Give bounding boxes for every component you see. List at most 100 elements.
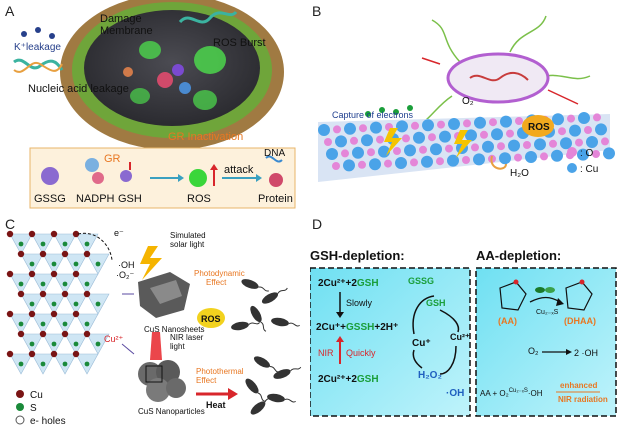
bacterium-body bbox=[250, 401, 266, 415]
o-atom bbox=[384, 159, 392, 168]
attack-label: attack bbox=[224, 164, 254, 176]
cu-atom bbox=[595, 123, 607, 136]
bacterium-flagellum bbox=[257, 392, 266, 402]
gsh-mid-equation: 2Cu⁺+GSSH+2H⁺ bbox=[316, 322, 398, 333]
s-atom bbox=[73, 301, 79, 307]
bacterium-icon bbox=[273, 366, 302, 379]
cu-atom bbox=[396, 120, 408, 133]
bacterium-icon bbox=[250, 305, 267, 332]
o-atom bbox=[463, 119, 471, 128]
photothermal-line-1: Photothermal bbox=[196, 367, 244, 376]
bacterium-icon bbox=[241, 279, 269, 292]
bacterium-body bbox=[271, 317, 289, 327]
panel-a-label: A bbox=[5, 3, 15, 19]
cu-atom bbox=[28, 270, 36, 278]
o-atom bbox=[419, 145, 427, 154]
o-atom bbox=[393, 147, 401, 155]
gsh-molecule-icon bbox=[120, 170, 132, 182]
nucleic-acid-helix-icon bbox=[13, 58, 64, 71]
bacterium-flagellum bbox=[284, 398, 296, 403]
bacterium-icon bbox=[250, 394, 274, 415]
cus-nanosheets-shape bbox=[150, 280, 182, 304]
cu-atom bbox=[39, 330, 47, 338]
o-atom bbox=[575, 138, 583, 147]
solar-light-line-1: Simulated bbox=[170, 231, 206, 240]
aa-o2-label: O₂ bbox=[528, 346, 539, 356]
cu-atom bbox=[50, 270, 58, 278]
cu-atom bbox=[473, 153, 485, 166]
bacterium-icon bbox=[245, 378, 266, 402]
flagellum bbox=[509, 15, 547, 53]
attack-arrow-head bbox=[256, 174, 262, 182]
cu-atom bbox=[72, 350, 80, 358]
lattice-atoms bbox=[318, 112, 615, 172]
gsh-label: GSH bbox=[426, 298, 446, 308]
o-atom bbox=[332, 162, 340, 170]
cu-atom bbox=[421, 155, 433, 168]
aa-depletion-title: AA-depletion: bbox=[476, 248, 561, 263]
bacterium-flagellum bbox=[288, 322, 300, 327]
nanoparticle-zoom-box bbox=[145, 365, 163, 383]
photodynamic-line-2: Effect bbox=[206, 278, 227, 287]
bacterium-dna bbox=[469, 72, 529, 82]
cu-atom bbox=[72, 310, 80, 318]
bacteria-group-top bbox=[231, 279, 300, 332]
protein-blob bbox=[172, 64, 184, 76]
bottom-eq-left: 2Cu²⁺+2 bbox=[318, 374, 357, 385]
s-atom bbox=[40, 361, 46, 367]
o-atom bbox=[480, 130, 488, 139]
ros-label: ROS bbox=[528, 122, 550, 133]
bacteria-group-bottom bbox=[245, 356, 302, 415]
cu2-plus-label: Cu²⁺ bbox=[104, 334, 124, 344]
panel-a-svg: Damage Membrane ROS Burst K⁺leakage Nucl… bbox=[13, 0, 296, 209]
cu-atom bbox=[50, 230, 58, 238]
s-atom bbox=[51, 261, 57, 267]
bacterium-body bbox=[267, 393, 285, 403]
cu-atom bbox=[344, 122, 356, 135]
gsh-label: GSH bbox=[118, 193, 142, 205]
s-atom bbox=[18, 241, 24, 247]
panel-d-label: D bbox=[312, 216, 323, 232]
cus-triangular-lattice bbox=[6, 230, 110, 375]
cu-atom bbox=[83, 330, 91, 338]
pathway-arrow-1-head bbox=[178, 174, 184, 182]
o-atom bbox=[523, 141, 531, 149]
nir-laser-line-1: NIR laser bbox=[170, 333, 204, 342]
s-atom bbox=[18, 281, 24, 287]
bacterium-flagellum bbox=[290, 366, 302, 372]
ros-badge-label: ROS bbox=[201, 314, 221, 324]
o-atom bbox=[601, 137, 609, 146]
legend-cu-label: Cu bbox=[30, 390, 43, 401]
s-atom bbox=[62, 321, 68, 327]
damage-membrane-label: Damage Membrane bbox=[100, 13, 153, 37]
cu-atom bbox=[578, 112, 590, 124]
o-atom bbox=[471, 143, 479, 152]
s-atom bbox=[40, 281, 46, 287]
cu-atom bbox=[17, 250, 25, 258]
bacterium-flagellum bbox=[258, 286, 269, 292]
ros-burst-glow bbox=[130, 88, 150, 104]
dna-strand-icon bbox=[178, 10, 238, 24]
cu-atom bbox=[17, 290, 25, 298]
cu-atom bbox=[6, 350, 14, 358]
bottom-eq-gsh: GSH bbox=[357, 374, 379, 385]
aa-oxygen bbox=[513, 279, 519, 285]
nir-label: NIR bbox=[318, 348, 334, 358]
s-atom bbox=[84, 241, 90, 247]
electron-dot bbox=[393, 109, 399, 115]
aa-to-dhaa-arrow-head bbox=[556, 298, 564, 306]
legend-o-swatch bbox=[567, 147, 577, 157]
damage-membrane-line-2: Membrane bbox=[100, 25, 153, 37]
k-ion-dot bbox=[49, 33, 55, 39]
gssg-label: GSSG bbox=[34, 193, 66, 205]
cus-nanoparticles-label: CuS Nanoparticles bbox=[138, 407, 205, 416]
cu-atom bbox=[577, 148, 589, 161]
aa-bottom-equation: AA + O₂Cu₂₋ₓS·OH bbox=[480, 388, 543, 398]
o-atom bbox=[540, 152, 548, 161]
dhaa-oxygen bbox=[579, 279, 585, 285]
nucleic-acid-leakage-label: Nucleic acid leakage bbox=[28, 83, 129, 95]
dna-label: DNA bbox=[264, 148, 285, 159]
heat-label: Heat bbox=[206, 400, 226, 410]
catalyst-label: Cu₂₋ₓS bbox=[536, 309, 559, 316]
nucleic-acid-helix-icon bbox=[13, 61, 63, 73]
